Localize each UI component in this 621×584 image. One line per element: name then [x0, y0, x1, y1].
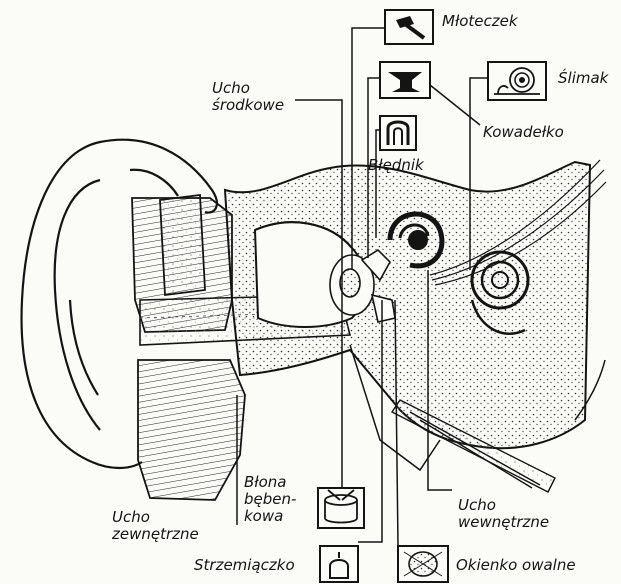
label-ucho-zewnetrzne-line1: Ucho: [112, 509, 199, 526]
label-blona-line3: kowa: [244, 508, 296, 525]
stirrup-icon: [320, 546, 358, 582]
snail-icon: [488, 62, 546, 100]
hammer-icon: [385, 10, 433, 44]
label-ucho-srodkowe-line2: środkowe: [212, 97, 284, 114]
labyrinth-icon: [380, 116, 416, 150]
label-blona-line1: Błona: [244, 474, 296, 491]
label-ucho-wewnetrzne: Ucho wewnętrzne: [458, 497, 549, 531]
label-blednik: Błędnik: [368, 157, 424, 174]
label-slimak: Ślimak: [558, 70, 608, 87]
label-ucho-srodkowe: Ucho środkowe: [212, 80, 284, 114]
label-ucho-zewnetrzne-line2: zewnętrzne: [112, 526, 199, 543]
label-blona-line2: bęben-: [244, 491, 296, 508]
label-strzemiaczko: Strzemiączko: [194, 557, 295, 574]
label-blona-bebenkowa: Błona bęben- kowa: [244, 474, 296, 525]
anvil-icon: [380, 62, 430, 98]
label-okienko-owalne: Okienko owalne: [456, 557, 576, 574]
label-ucho-srodkowe-line1: Ucho: [212, 80, 284, 97]
oval-window-icon: [398, 546, 448, 582]
label-kowadelko: Kowadełko: [483, 124, 564, 141]
label-ucho-wewnetrzne-line1: Ucho: [458, 497, 549, 514]
label-mloteczek: Młoteczek: [442, 13, 518, 30]
label-ucho-zewnetrzne: Ucho zewnętrzne: [112, 509, 199, 543]
drum-icon: [318, 488, 364, 528]
label-ucho-wewnetrzne-line2: wewnętrzne: [458, 514, 549, 531]
